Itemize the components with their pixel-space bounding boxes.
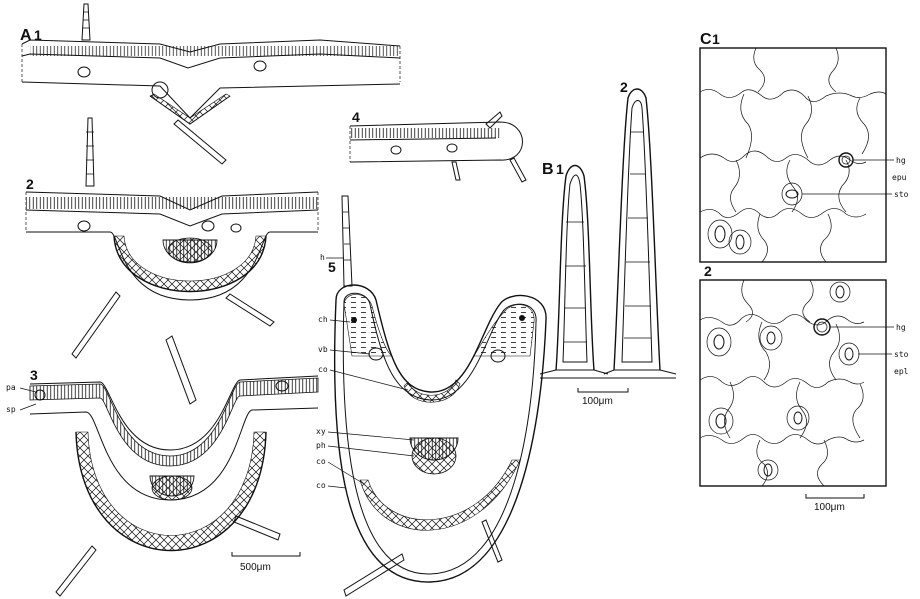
panel-c-letter: C [700, 31, 712, 48]
panel-c: C 1 2 h [700, 31, 909, 513]
label-sp: sp [6, 405, 16, 414]
a3-leaf-section: pa sp [6, 336, 318, 596]
c1-upper-epidermis: hg epu sto [700, 48, 909, 262]
label-ch: ch [318, 315, 328, 324]
panel-c-1-number: 1 [712, 31, 720, 47]
c2-lower-epidermis: hg sto epl [700, 280, 909, 486]
panel-b: B 1 2 100μm [540, 79, 676, 407]
scale-bar-b: 100μm [578, 388, 628, 407]
a5-trichome [342, 196, 352, 286]
panel-b-letter: B [542, 161, 554, 178]
a2-trichome [86, 118, 94, 186]
label-co-mid: co [316, 457, 326, 466]
panel-c-2-number: 2 [704, 263, 712, 279]
label-sto-c1: sto [894, 190, 909, 199]
label-epu: epu [892, 173, 907, 182]
scale-label-b: 100μm [582, 396, 613, 407]
label-ph: ph [316, 441, 326, 450]
scale-bar-c: 100μm [806, 494, 864, 513]
label-vb: vb [318, 345, 328, 354]
b1-trichome [540, 166, 608, 379]
scale-bar-a: 500μm [232, 552, 300, 573]
label-sto-c2: sto [894, 350, 909, 359]
panel-b-1-number: 1 [556, 161, 564, 177]
panel-b-2-number: 2 [620, 79, 628, 95]
scale-label-c: 100μm [814, 502, 845, 513]
panel-a-3-number: 3 [30, 367, 38, 383]
a2-leaf-section [26, 118, 318, 358]
a4-leaf-margin [350, 112, 526, 182]
panel-a-4-number: 4 [352, 109, 360, 125]
label-epl: epl [894, 367, 909, 376]
panel-a-2-number: 2 [26, 176, 34, 192]
scale-label-a: 500μm [240, 562, 271, 573]
label-co-lower: co [316, 481, 326, 490]
panel-a-5-number: 5 [328, 259, 336, 275]
a5-rolled-leaf-section: h ch vb co xy ph co co [316, 196, 546, 596]
label-xy: xy [316, 427, 326, 436]
a1-leaf-section [22, 4, 400, 164]
label-h: h [320, 253, 325, 262]
a1-trichome [82, 4, 90, 40]
label-co-upper: co [318, 365, 328, 374]
label-pa: pa [6, 383, 16, 392]
label-hg-c1: hg [896, 156, 906, 165]
b2-trichome [604, 89, 676, 378]
label-hg-c2: hg [896, 323, 906, 332]
a3-trichome [166, 336, 196, 404]
